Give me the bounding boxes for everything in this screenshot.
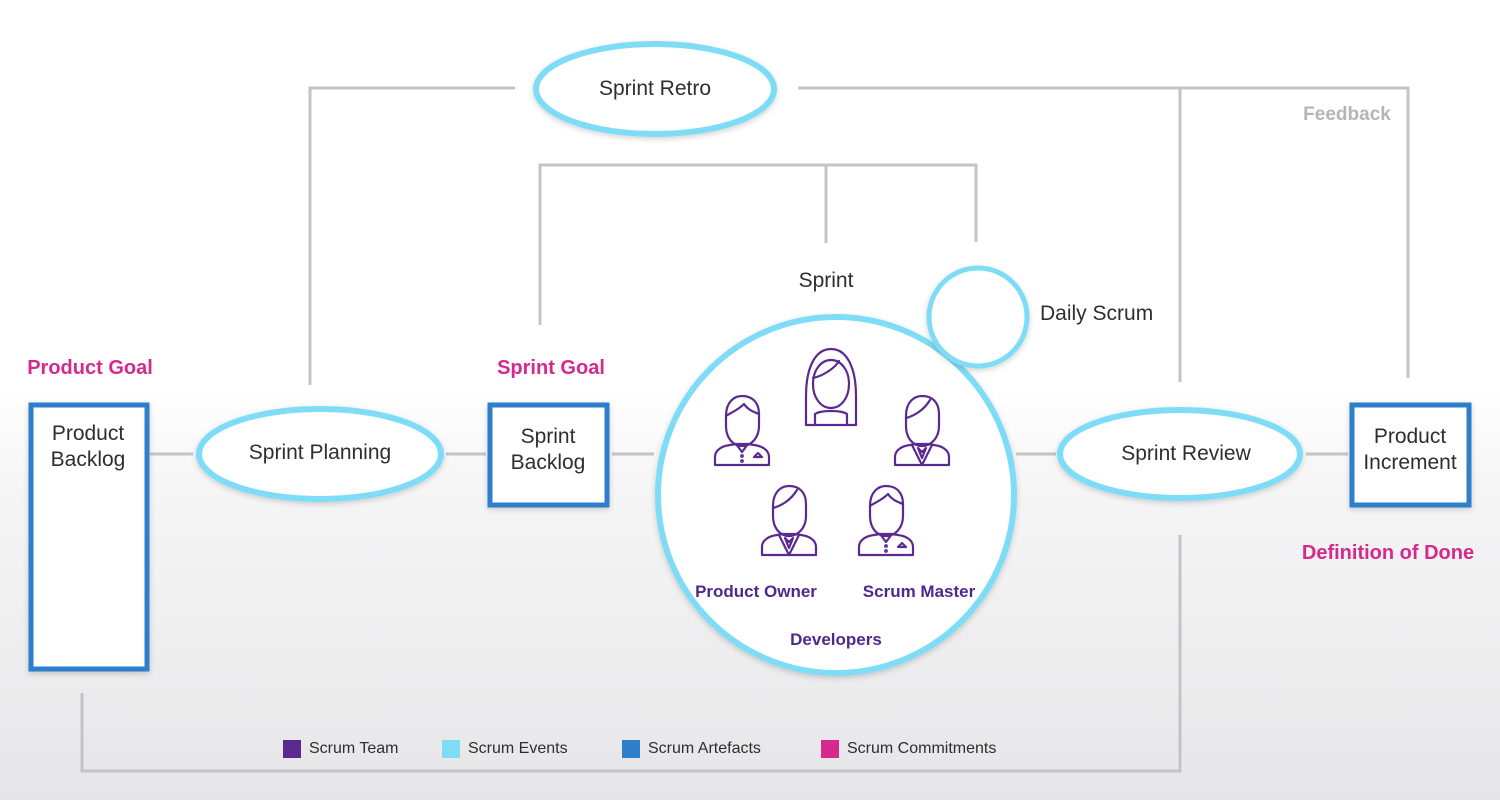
sprint-circle <box>655 314 1017 676</box>
scrum-team-swatch <box>283 740 301 758</box>
scrum-artefacts-swatch <box>622 740 640 758</box>
sprint-retro-label: Sprint Retro <box>598 77 712 100</box>
retro-right-connector <box>798 86 1410 378</box>
scrum-events-swatch <box>442 740 460 758</box>
daily-scrum-label: Daily Scrum <box>1040 302 1154 325</box>
product-increment-box <box>1349 402 1472 508</box>
legend-label: Scrum Artefacts <box>648 740 761 757</box>
legend-label: Scrum Team <box>309 740 399 757</box>
daily-scrum-circle <box>926 265 1030 369</box>
sprint-label: Sprint <box>798 269 854 292</box>
product-backlog-box <box>28 402 150 672</box>
legend-item-scrum-artefacts: Scrum Artefacts <box>622 738 761 760</box>
scrum-team-icons <box>713 347 951 557</box>
retro-left-connector <box>308 86 515 385</box>
legend-label: Scrum Events <box>468 740 568 757</box>
developer-man-icon-1 <box>713 394 771 467</box>
sprint-planning-label: Sprint Planning <box>248 441 392 464</box>
scrum-commitments-swatch <box>821 740 839 758</box>
bottom-feedback-connector <box>80 535 1182 773</box>
sprint-retro-ellipse <box>533 41 777 137</box>
connector-lines <box>80 86 1410 773</box>
daily-bracket-connector <box>538 163 978 325</box>
sprint-review-label: Sprint Review <box>1121 442 1251 465</box>
legend-item-scrum-commitments: Scrum Commitments <box>821 738 996 760</box>
product-backlog-label: Product Backlog <box>50 422 126 472</box>
legend-item-scrum-team: Scrum Team <box>283 738 399 760</box>
legend-item-scrum-events: Scrum Events <box>442 738 568 760</box>
legend-label: Scrum Commitments <box>847 740 997 757</box>
sprint-planning-ellipse <box>196 406 444 502</box>
scrum-master-icon <box>857 484 915 557</box>
sprint-review-ellipse <box>1057 407 1303 501</box>
product-owner-role-label: Product Owner <box>695 582 817 601</box>
developers-role-label: Developers <box>790 630 882 649</box>
product-increment-label: Product Increment <box>1363 425 1457 475</box>
developer-man-icon-2 <box>893 394 951 467</box>
scrum-master-role-label: Scrum Master <box>862 582 976 601</box>
sprint-goal-label: Sprint Goal <box>497 357 605 379</box>
product-owner-icon <box>760 484 818 557</box>
product-goal-label: Product Goal <box>27 357 153 379</box>
feedback-label: Feedback <box>1303 104 1391 125</box>
developer-woman-icon <box>804 347 858 427</box>
definition-of-done-label: Definition of Done <box>1301 542 1475 564</box>
sprint-backlog-box <box>487 402 610 508</box>
sprint-backlog-label: Sprint Backlog <box>510 425 586 475</box>
